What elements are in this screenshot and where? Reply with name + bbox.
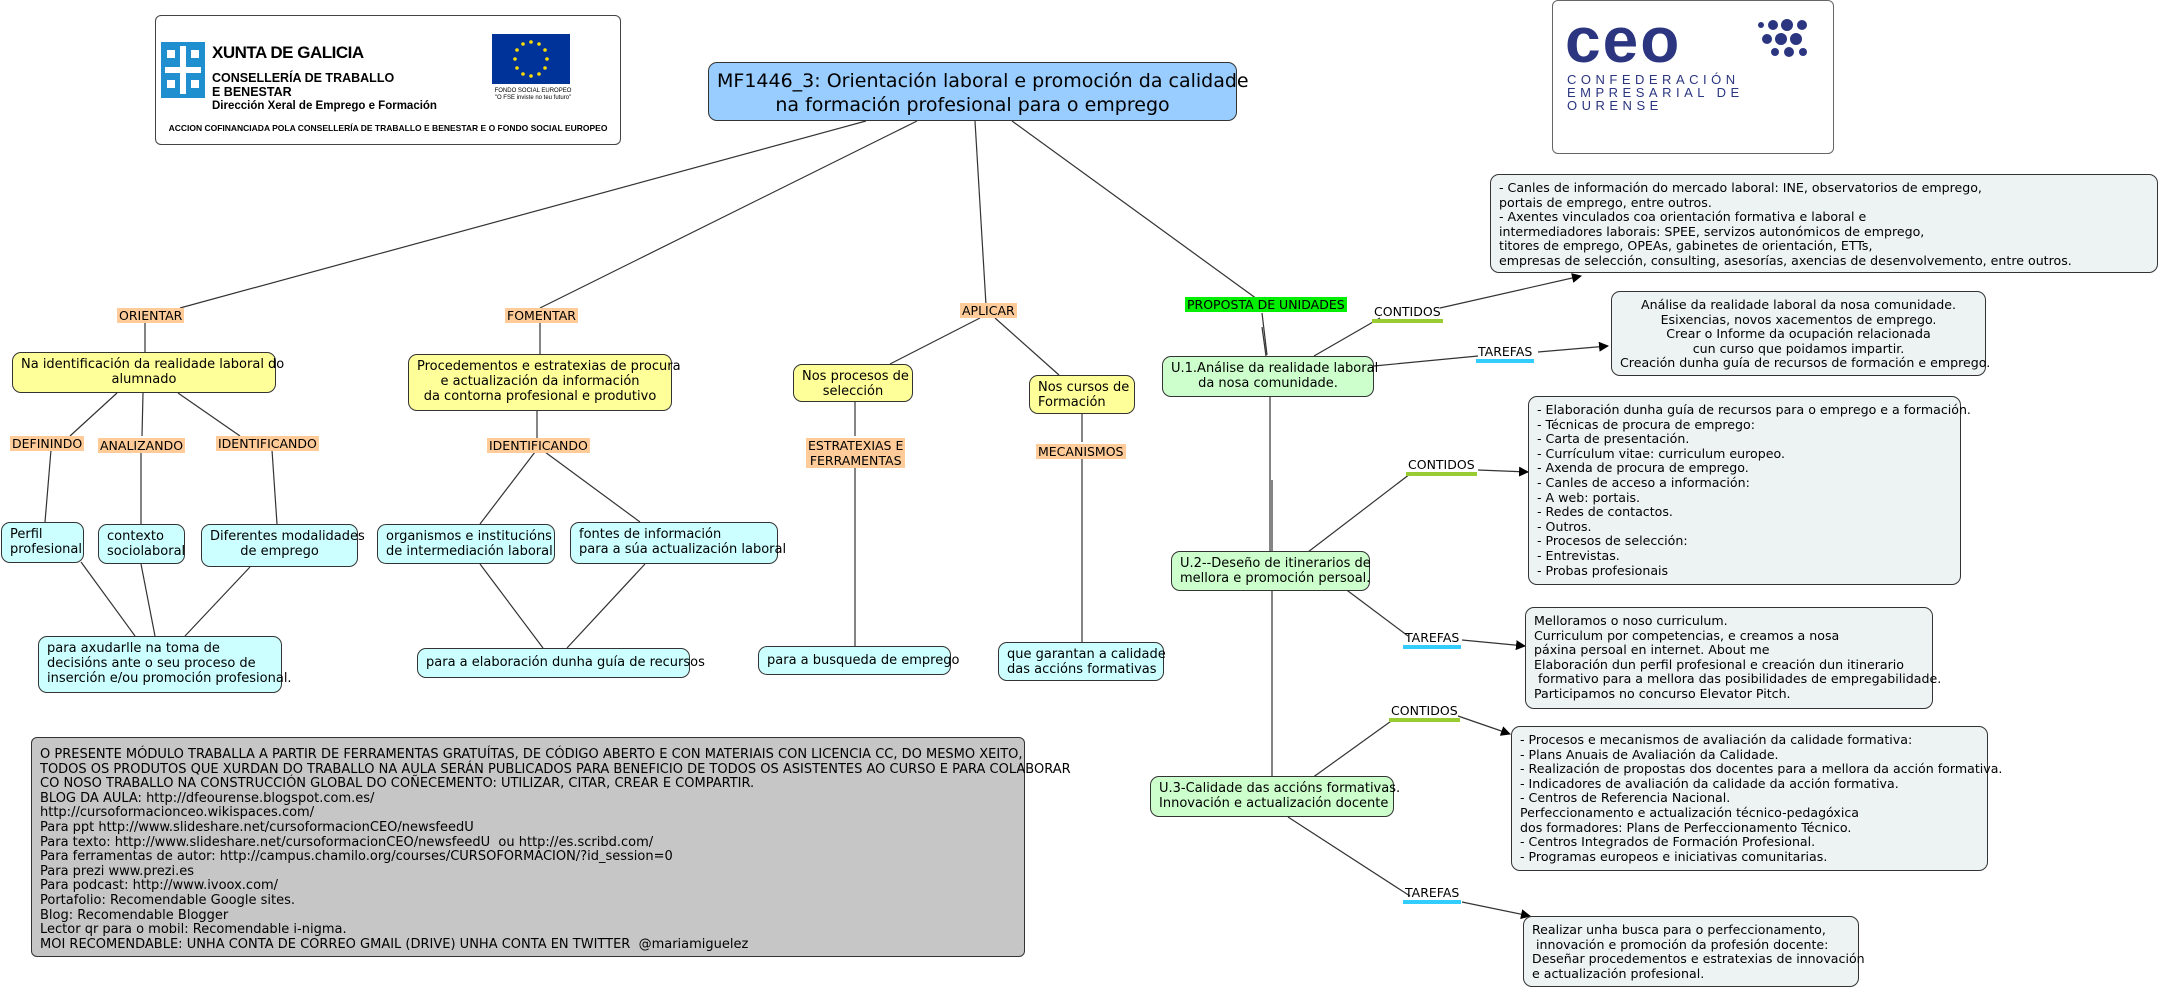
label-estratexias-ferramentas: ESTRATEXIAS E FERRAMENTAS xyxy=(806,438,906,468)
label-tarefas-u2: TAREFAS xyxy=(1403,630,1462,649)
ceo-subtitle: CONFEDERACIÓN EMPRESARIAL DE OURENSE xyxy=(1567,72,1744,113)
galicia-crest-icon xyxy=(165,46,201,94)
ceo-wordmark: ceo xyxy=(1565,4,1682,76)
xunta-directorate: Dirección Xeral de Emprego e Formación xyxy=(212,100,437,112)
node-fontes-informacion: fontes de información para a súa actuali… xyxy=(570,522,786,564)
eu-stars-icon xyxy=(513,40,549,78)
label-contidos-u2: CONTIDOS xyxy=(1406,457,1477,476)
label-identificando-1: IDENTIFICANDO xyxy=(216,436,319,451)
node-calidade-accions: que garantan a calidade das accións form… xyxy=(998,642,1166,681)
node-unidade-2: U.2--Deseño de itinerarios de mellora e … xyxy=(1171,551,1371,591)
node-identificacion-realidade: Na identificación da realidade laboral d… xyxy=(12,352,284,393)
node-unidade-1: U.1.Análise da realidade laboral da nosa… xyxy=(1162,356,1378,397)
node-procedementos-estratexias: Procedementos e estratexias de procura e… xyxy=(408,354,681,411)
note-u2-tarefas: Melloramos o noso curriculum. Curriculum… xyxy=(1525,607,1941,709)
node-procesos-seleccion: Nos procesos de selección xyxy=(793,364,913,402)
label-contidos-u1: CONTIDOS xyxy=(1372,304,1443,323)
node-perfil-profesional: Perfil profesional xyxy=(1,522,84,563)
label-mecanismos: MECANISMOS xyxy=(1036,444,1126,459)
node-contexto-sociolaboral: contexto sociolaboral xyxy=(98,524,185,564)
eu-flag-icon xyxy=(492,34,570,84)
map-title: MF1446_3: Orientación laboral e promoció… xyxy=(708,62,1249,121)
note-u2-contidos: - Elaboración dunha guía de recursos par… xyxy=(1528,396,1971,585)
node-guia-recursos: para a elaboración dunha guía de recurso… xyxy=(417,648,705,678)
note-u1-tarefas: Análise da realidade laboral da nosa com… xyxy=(1611,291,1990,376)
label-contidos-u3: CONTIDOS xyxy=(1389,703,1460,722)
xunta-department: CONSELLERÍA DE TRABALLO E BENESTAR xyxy=(212,71,395,99)
ceo-dots-icon xyxy=(1758,19,1807,57)
node-organismos-institucions: organismos e institucións de intermediac… xyxy=(377,524,555,564)
node-unidade-3: U.3-Calidade das accións formativas. Inn… xyxy=(1150,776,1400,817)
label-proposta-unidades: PROPOSTA DE UNIDADES xyxy=(1185,297,1347,312)
label-fomentar: FOMENTAR xyxy=(505,308,578,323)
label-aplicar: APLICAR xyxy=(960,303,1017,318)
label-definindo: DEFININDO xyxy=(10,436,85,451)
cofinancing-note: ACCION COFINANCIADA POLA CONSELLERÍA DE … xyxy=(168,123,608,133)
note-u3-tarefas: Realizar unha busca para o perfeccioname… xyxy=(1523,916,1865,987)
info-resources-box: O PRESENTE MÓDULO TRABALLA A PARTIR DE F… xyxy=(31,737,1071,957)
ceo-logo: ceo CONFEDERACIÓN EMPRESARIAL DE OURENSE xyxy=(1552,0,1834,154)
note-u3-contidos: - Procesos e mecanismos de avaliación da… xyxy=(1511,726,2002,871)
label-analizando: ANALIZANDO xyxy=(98,438,186,453)
xunta-galicia-logo: XUNTA DE GALICIA CONSELLERÍA DE TRABALLO… xyxy=(155,15,621,145)
label-tarefas-u3: TAREFAS xyxy=(1403,885,1462,904)
node-axudarlle-decisions: para axudarlle na toma de decisións ante… xyxy=(38,636,292,693)
galicia-flag-icon xyxy=(161,42,205,98)
label-identificando-2: IDENTIFICANDO xyxy=(487,438,590,453)
eu-fund-caption: FONDO SOCIAL EUROPEO "O FSE inviste no t… xyxy=(494,88,572,101)
node-modalidades-emprego: Diferentes modalidades de emprego xyxy=(201,524,365,567)
label-tarefas-u1: TAREFAS xyxy=(1476,344,1535,363)
label-orientar: ORIENTAR xyxy=(117,308,185,323)
node-cursos-formacion: Nos cursos de Formación xyxy=(1029,375,1135,414)
note-u1-contidos: - Canles de información do mercado labor… xyxy=(1490,174,2158,273)
xunta-name: XUNTA DE GALICIA xyxy=(212,43,364,62)
node-busqueda-emprego: para a busqueda de emprego xyxy=(758,646,959,675)
